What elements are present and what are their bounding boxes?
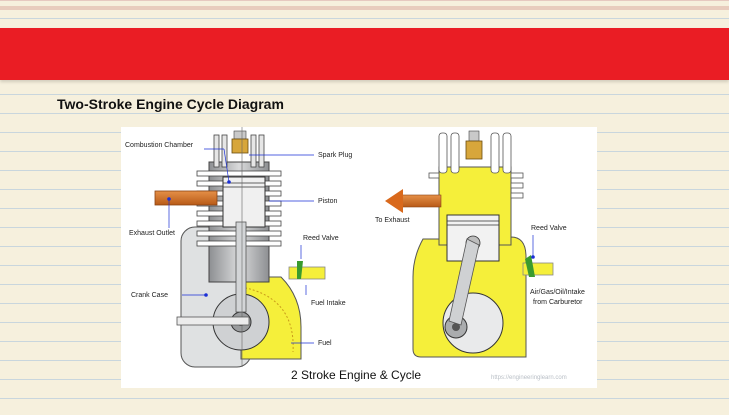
label-piston: Piston: [318, 198, 338, 205]
label-reed-valve-left: Reed Valve: [303, 235, 339, 242]
label-to-exhaust: To Exhaust: [375, 217, 410, 224]
paper-top-stripe: [0, 6, 729, 10]
paper-top-rule: [0, 0, 729, 1]
label-spark-plug: Spark Plug: [318, 152, 352, 159]
left-leader-lines: [168, 148, 314, 344]
right-connecting-rod: [448, 238, 480, 326]
slide-title: Two-Stroke Engine Cycle Diagram: [57, 96, 284, 112]
right-head-fins: [428, 132, 524, 199]
label-exhaust-outlet: Exhaust Outlet: [129, 230, 175, 237]
left-spark-plug-tip: [233, 130, 247, 140]
right-reed-valve: [525, 255, 535, 277]
left-spark-plug: [231, 138, 249, 154]
right-engine-cutaway: [385, 130, 554, 358]
diagram-caption: 2 Stroke Engine & Cycle: [291, 368, 421, 382]
watermark-url: https://engineeringlearn.com: [491, 375, 567, 381]
left-fuel-flow-dots: [240, 286, 294, 353]
left-intake-pipe: [288, 266, 326, 280]
label-from-carburetor: from Carburetor: [533, 299, 583, 306]
left-reed-valve: [297, 261, 303, 279]
label-air-gas-oil-intake: Air/Gas/Oil/Intake: [530, 289, 585, 296]
engine-diagram-panel: Combustion Chamber Spark Plug Piston Exh…: [121, 127, 597, 388]
label-crank-case: Crank Case: [131, 292, 168, 299]
left-exhaust-pipe: [154, 190, 218, 206]
label-fuel-intake: Fuel Intake: [311, 300, 346, 307]
right-spark-plug: [465, 140, 483, 160]
left-connecting-rod: [235, 221, 247, 313]
left-piston: [222, 176, 266, 228]
right-exhaust-arrow: [385, 189, 403, 213]
label-combustion-chamber: Combustion Chamber: [125, 142, 194, 149]
header-red-band: [0, 28, 729, 80]
label-fuel: Fuel: [318, 340, 332, 347]
label-reed-valve-right: Reed Valve: [531, 225, 567, 232]
left-engine-cutaway: [154, 127, 326, 368]
engine-diagram-svg: Combustion Chamber Spark Plug Piston Exh…: [125, 127, 585, 382]
